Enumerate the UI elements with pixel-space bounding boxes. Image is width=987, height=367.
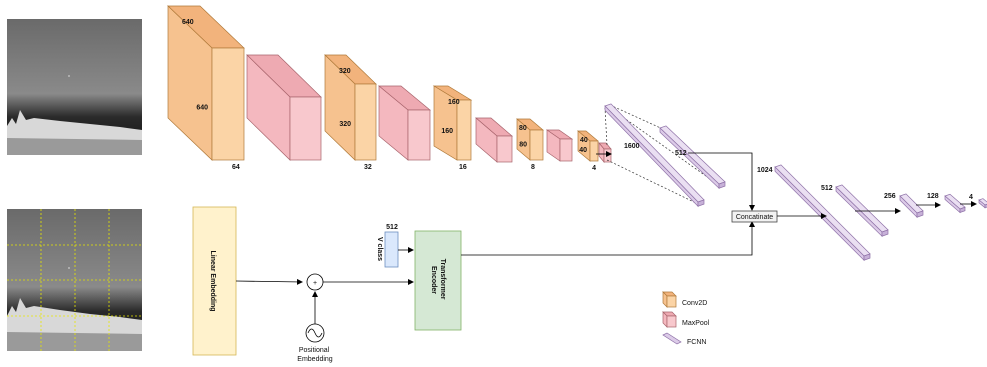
conv-channels-label-1: 64 (232, 164, 240, 171)
conv-block-4 (516, 118, 544, 161)
legend-swatch-2 (662, 311, 677, 328)
class-token-size: 512 (386, 224, 398, 231)
conv-height-label-4: 80 (519, 142, 527, 149)
conv-depth-label-4: 80 (519, 125, 527, 132)
conv-channels-label-5: 4 (592, 165, 596, 172)
add-node: + (306, 273, 324, 291)
edge-embedding-to-add (235, 278, 303, 285)
conv-height-label-5: 40 (579, 147, 587, 154)
fc-label-4: 512 (821, 185, 833, 192)
conv-block-1 (167, 5, 245, 161)
pool-block-4 (545, 129, 574, 162)
legend-item-fcnn: FCNN (662, 332, 706, 346)
fc-bar-512b (835, 184, 889, 238)
fc-stack: 1600 512 1024 512 256 128 4 (604, 103, 987, 262)
conv-depth-label-3: 160 (448, 99, 460, 106)
conv-height-label-1: 640 (196, 105, 208, 112)
conv-height-label-2: 320 (339, 121, 351, 128)
conv-height-label-3: 160 (441, 128, 453, 135)
fc-label-6: 128 (927, 193, 939, 200)
fc-bar-128 (944, 193, 966, 214)
concatenate-node: Concatinate (731, 210, 778, 223)
legend-item-maxpool: MaxPool (662, 311, 710, 328)
linear-embedding-label: Linear Embedding (209, 250, 216, 311)
conv-depth-label-2: 320 (339, 68, 351, 75)
projection-lines (604, 104, 721, 205)
conv-channels-label-4: 8 (531, 164, 535, 171)
pool-block-3 (475, 117, 513, 163)
edge-fc-to-concat (688, 152, 755, 211)
legend-label-1: Conv2D (682, 300, 707, 307)
class-token-label: V class (376, 237, 383, 261)
input-image-patches (7, 209, 142, 351)
legend-item-conv2d: Conv2D (662, 291, 707, 308)
input-image-raw (7, 19, 142, 155)
transformer-encoder-block: Transformer Encoder (414, 230, 462, 331)
fc-bar-1600 (604, 103, 705, 208)
conv-channels-label-2: 32 (364, 164, 372, 171)
conv-block-3 (432, 85, 473, 161)
svg-text:Transformer Encoder: Transformer Encoder (430, 259, 446, 302)
fc-label-1: 1600 (624, 143, 640, 150)
fc-label-3: 1024 (757, 167, 773, 174)
fc-bar-256 (899, 193, 924, 219)
positional-embedding-node: Positional Embedding (297, 323, 333, 363)
conv-depth-label-1: 640 (182, 19, 194, 26)
positional-embedding-label: Positional Embedding (297, 347, 333, 363)
conv-channels-label-3: 16 (459, 164, 467, 171)
concatenate-label: Concatinate (736, 214, 773, 221)
fc-bar-512 (659, 125, 726, 190)
legend-label-2: MaxPool (682, 320, 710, 327)
legend-label-3: FCNN (687, 339, 706, 346)
fc-label-5: 256 (884, 193, 896, 200)
cnn-stack: 640 640 64 320 320 32 160 160 16 80 80 8 40 40 4 (167, 5, 612, 172)
class-token-block: 512 V class (376, 224, 399, 268)
legend-swatch-3 (662, 332, 682, 345)
conv-block-5 (577, 130, 599, 162)
pool-block-2 (378, 85, 431, 161)
patch-grid (7, 209, 142, 351)
linear-embedding-block: Linear Embedding (192, 206, 237, 356)
fc-label-2: 512 (675, 150, 687, 157)
edge-encoder-to-concat (461, 221, 755, 256)
conv-block-2 (324, 54, 377, 161)
fc-bar-4 (978, 198, 987, 209)
conv-depth-label-5: 40 (580, 137, 588, 144)
legend-swatch-1 (662, 291, 677, 308)
pool-block-1 (246, 54, 322, 161)
fc-bar-1024 (774, 164, 871, 262)
pool-block-5 (598, 142, 612, 163)
fc-label-7: 4 (969, 194, 973, 201)
add-symbol: + (313, 280, 317, 287)
